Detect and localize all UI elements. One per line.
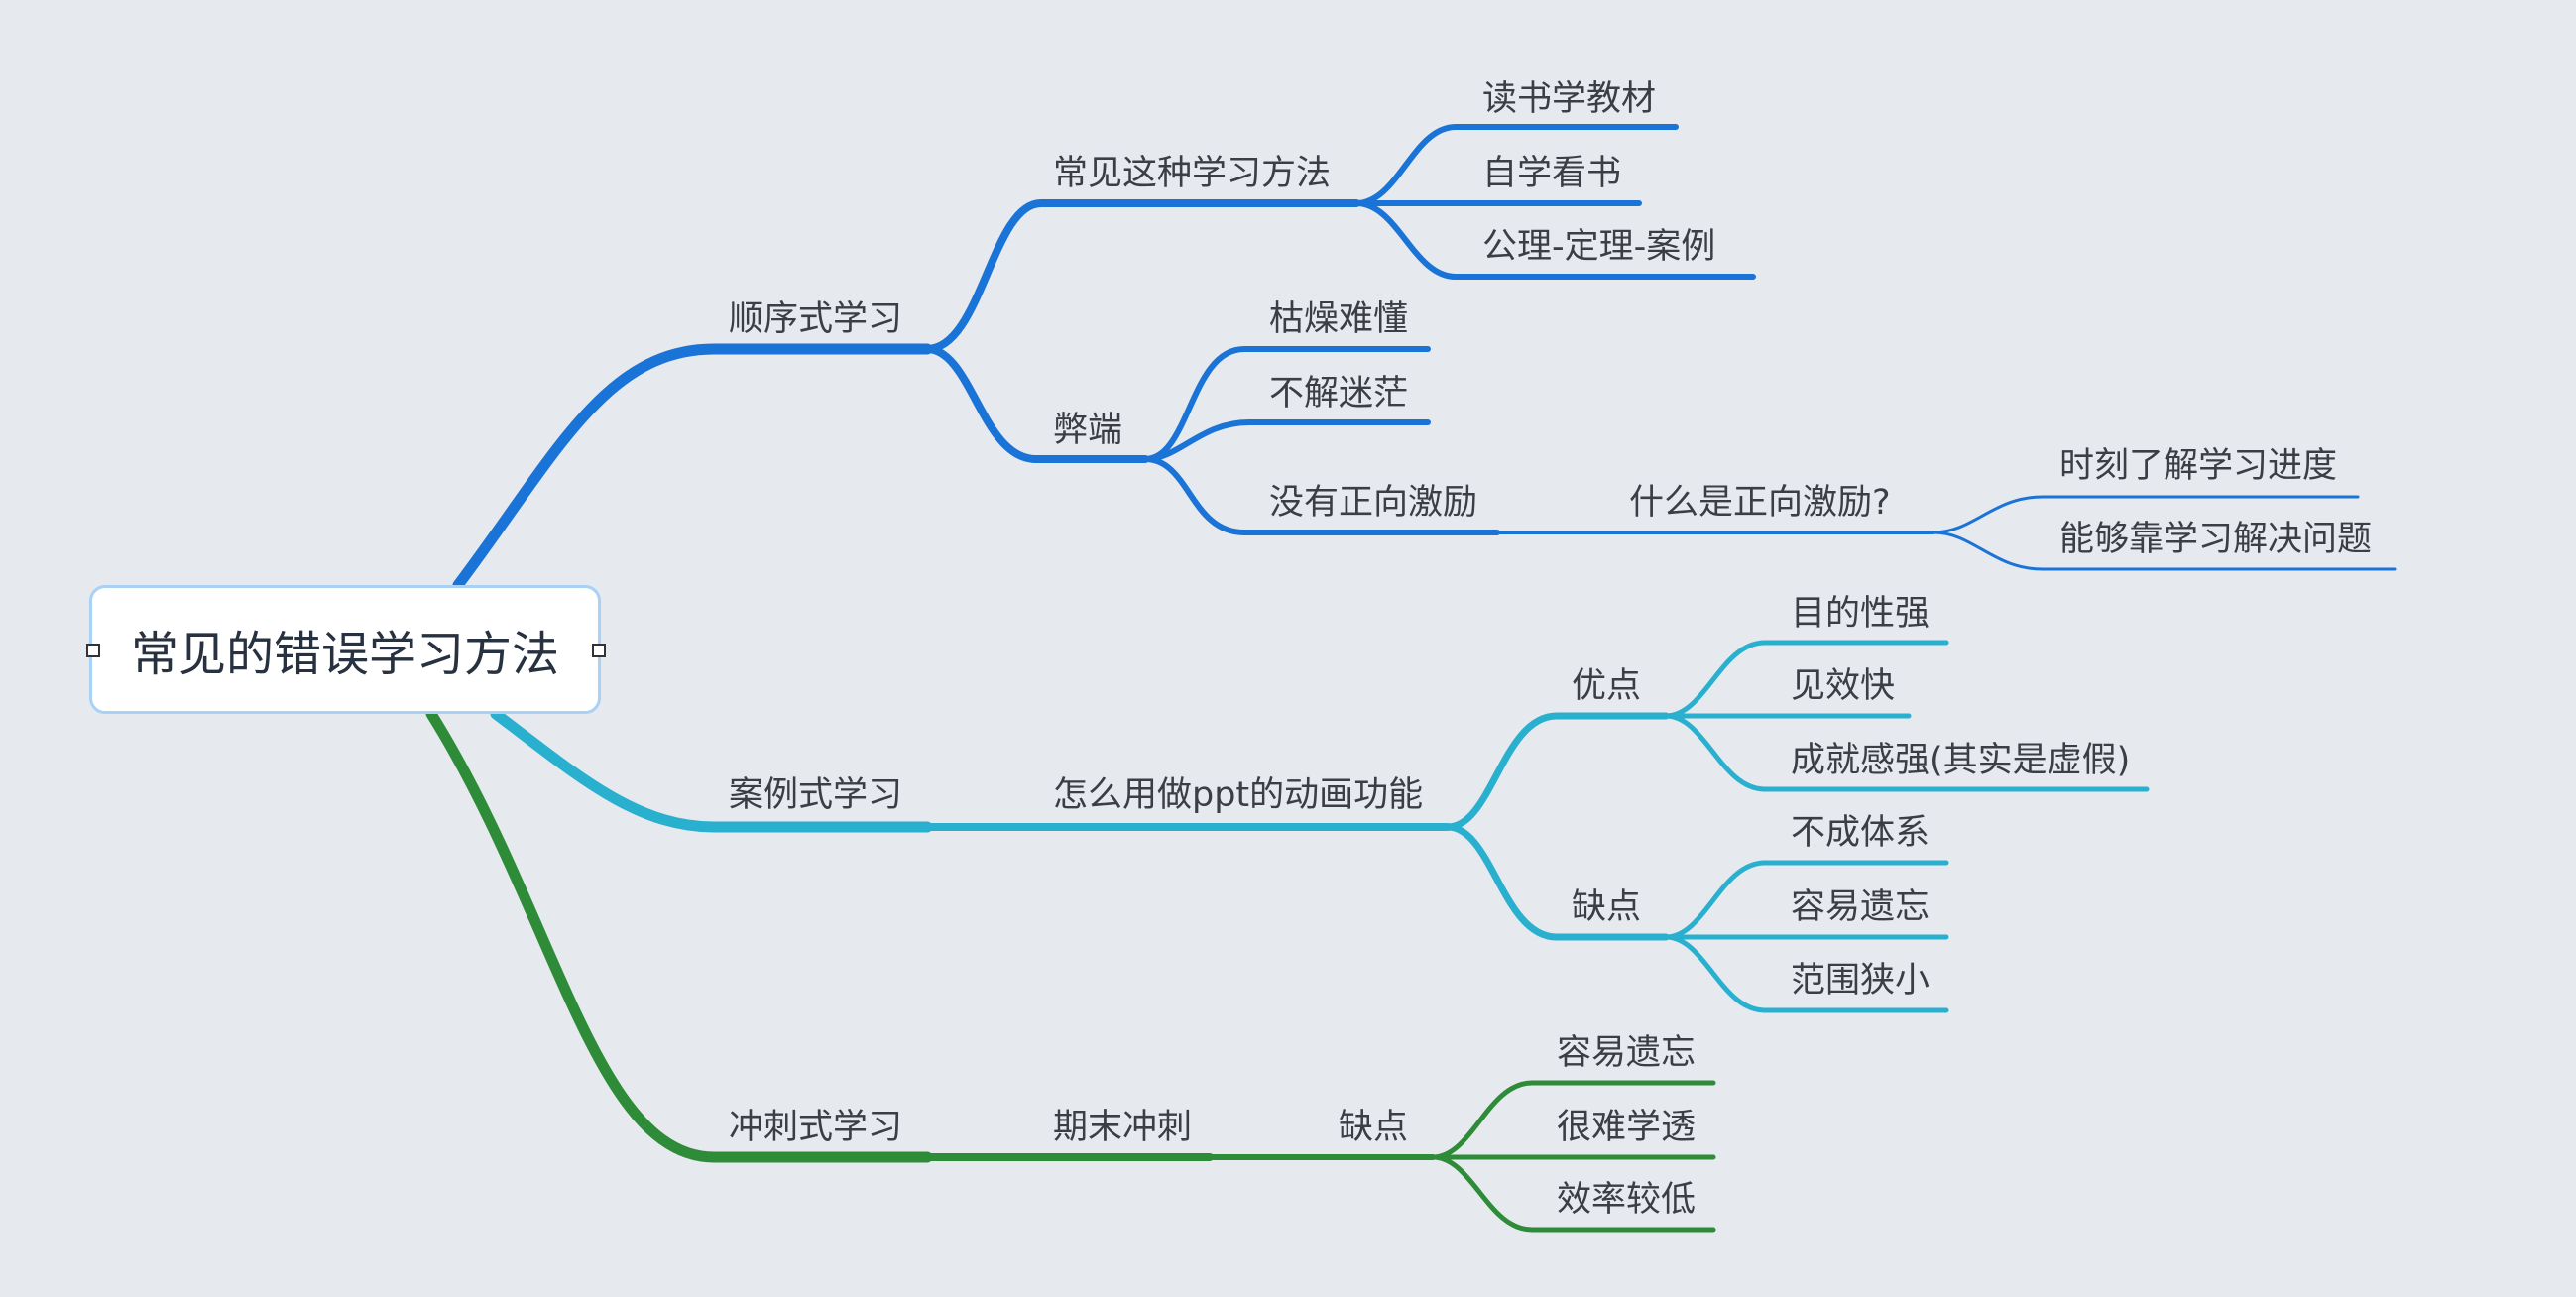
topic-ppt-example[interactable]: 怎么用做ppt的动画功能 <box>1053 775 1424 815</box>
topic-cons-item-2[interactable]: 容易遗忘 <box>1791 887 1931 927</box>
topic-common-item-2[interactable]: 自学看书 <box>1482 154 1622 193</box>
edge-example-pros <box>1444 712 1670 831</box>
topic-sprint-cons-item-2[interactable]: 很难学透 <box>1557 1108 1697 1147</box>
edge-example-cons <box>1444 823 1670 941</box>
topic-pros[interactable]: 优点 <box>1572 666 1642 706</box>
topic-cons-item-3[interactable]: 范围狭小 <box>1791 961 1931 1001</box>
edge-sprintcons-item-3 <box>1430 1154 1716 1233</box>
topic-common-item-1[interactable]: 读书学教材 <box>1482 79 1657 119</box>
edge-question-item-2 <box>1932 531 2397 571</box>
edge-pros-item-1 <box>1663 640 1949 719</box>
topic-sequential-learning[interactable]: 顺序式学习 <box>729 299 903 339</box>
edge-sequential-drawbacks <box>923 345 1149 463</box>
topic-pros-item-1[interactable]: 目的性强 <box>1791 594 1931 634</box>
edge-sequential-common <box>923 199 1360 353</box>
edge-pros-item-3 <box>1663 713 2150 792</box>
edge-common-item-1 <box>1353 124 1679 206</box>
edge-question-item-1 <box>1932 495 2360 534</box>
edge-sprintcons-item-1 <box>1430 1080 1716 1160</box>
edge-root-case <box>490 708 933 833</box>
topic-drawbacks-item-2[interactable]: 不解迷茫 <box>1269 374 1409 413</box>
edge-cons-item-1 <box>1663 860 1949 940</box>
topic-sprint-cons-item-3[interactable]: 效率较低 <box>1557 1180 1697 1220</box>
right-resize-handle[interactable] <box>592 644 606 657</box>
topic-drawbacks[interactable]: 弊端 <box>1053 411 1123 450</box>
root-topic-label: 常见的错误学习方法 <box>130 627 559 682</box>
topic-case-learning[interactable]: 案例式学习 <box>729 775 903 815</box>
topic-final-sprint[interactable]: 期末冲刺 <box>1053 1108 1193 1147</box>
topic-positive-question[interactable]: 什么是正向激励? <box>1629 483 1891 523</box>
topic-pros-item-2[interactable]: 见效快 <box>1791 666 1896 706</box>
topic-drawbacks-item-3[interactable]: 没有正向激励 <box>1269 483 1478 523</box>
edge-drawbacks-item-2 <box>1142 419 1431 462</box>
topic-sprint-learning[interactable]: 冲刺式学习 <box>729 1108 903 1147</box>
edge-drawbacks-item-3 <box>1142 456 1500 535</box>
edge-cons-item-3 <box>1663 934 1949 1013</box>
topic-positive-item-1[interactable]: 时刻了解学习进度 <box>2059 446 2338 486</box>
topic-cons[interactable]: 缺点 <box>1572 887 1642 927</box>
left-resize-handle[interactable] <box>86 644 100 657</box>
topic-common-methods[interactable]: 常见这种学习方法 <box>1053 154 1332 193</box>
root-topic[interactable] <box>89 585 601 714</box>
edge-root-sprint <box>425 708 933 1163</box>
topic-sprint-cons[interactable]: 缺点 <box>1339 1108 1409 1147</box>
topic-pros-item-3[interactable]: 成就感强(其实是虚假) <box>1791 741 2131 780</box>
topic-sprint-cons-item-1[interactable]: 容易遗忘 <box>1557 1033 1697 1073</box>
topic-common-item-3[interactable]: 公理-定理-案例 <box>1482 227 1716 267</box>
topic-positive-item-2[interactable]: 能够靠学习解决问题 <box>2059 520 2373 559</box>
edge-common-item-3 <box>1353 200 1756 280</box>
topic-drawbacks-item-1[interactable]: 枯燥难懂 <box>1269 299 1409 339</box>
edge-root-sequential <box>452 343 933 591</box>
topic-cons-item-1[interactable]: 不成体系 <box>1791 813 1931 853</box>
